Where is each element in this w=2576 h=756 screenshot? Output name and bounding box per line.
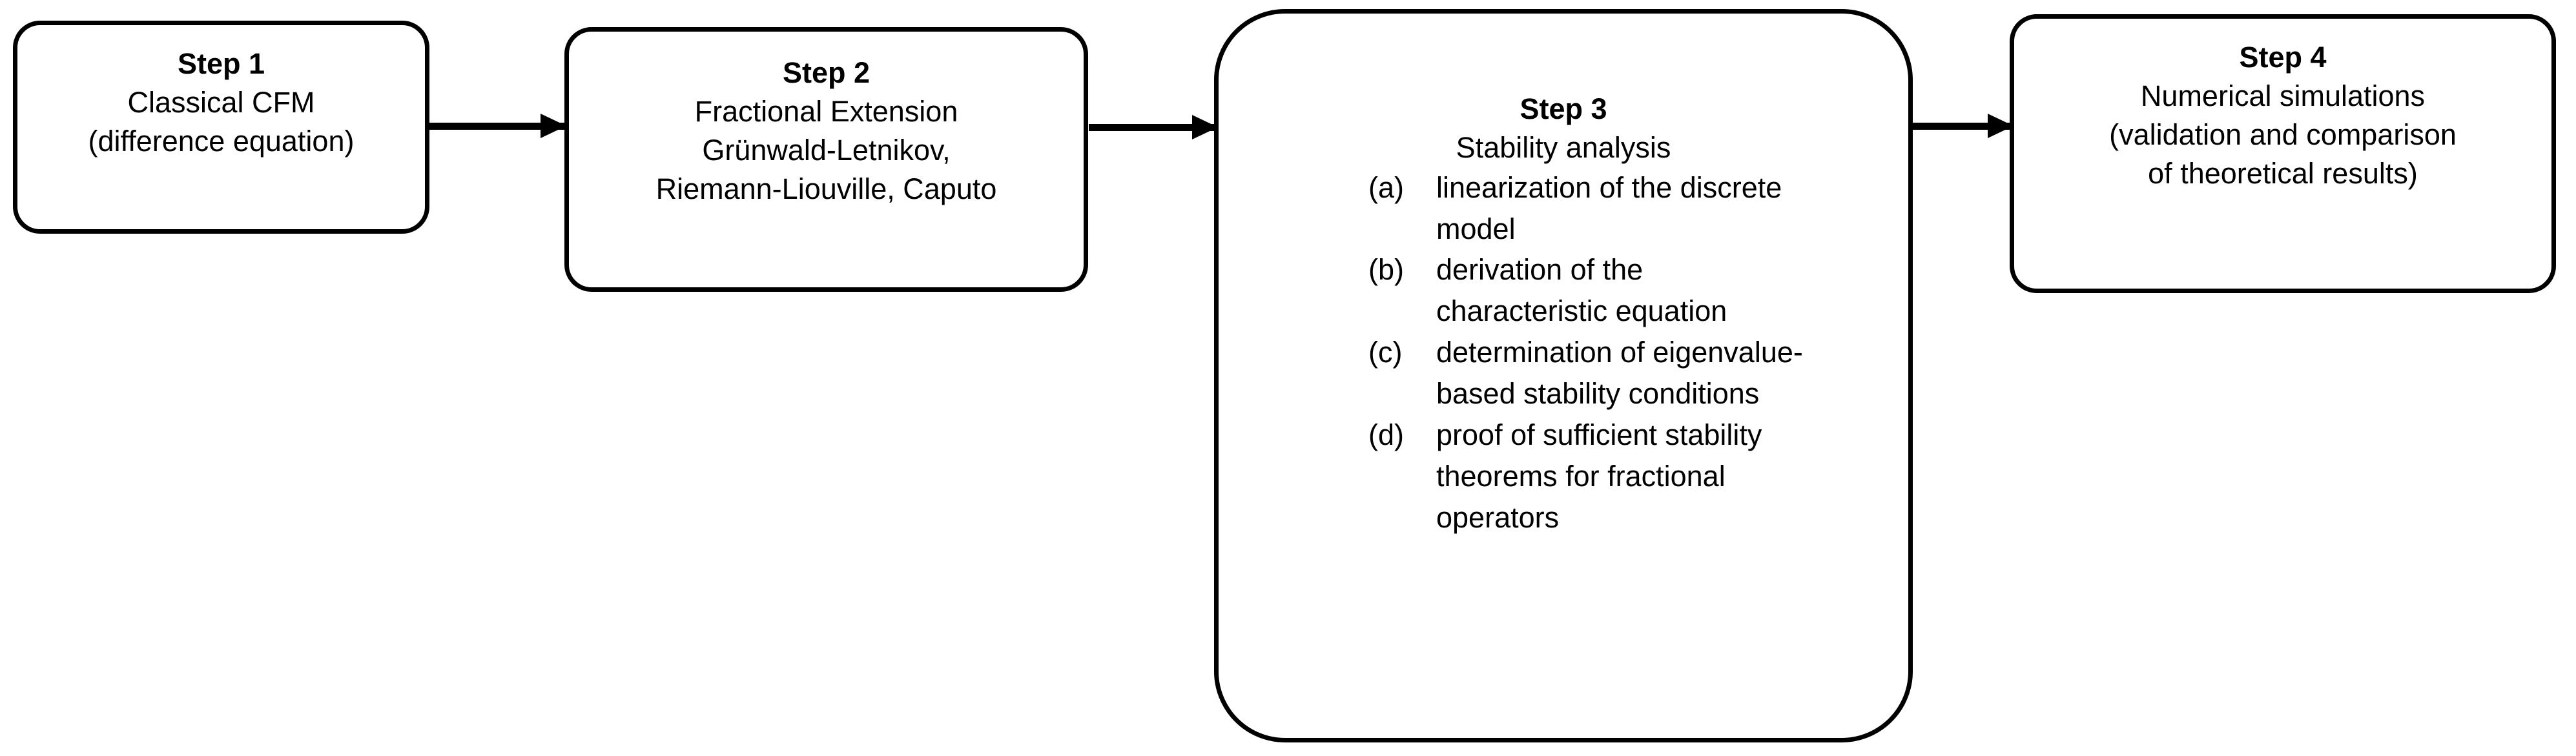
list-item: (a) linearization of the discrete model <box>1368 167 1908 250</box>
arrow-shaft <box>1089 124 1218 131</box>
list-item: (b) derivation of the characteristic equ… <box>1368 249 1908 332</box>
list-item-text: determination of eigenvalue-based stabil… <box>1436 336 1803 411</box>
node-title: Step 2 <box>782 56 871 89</box>
node-line: of theoretical results) <box>2148 156 2418 190</box>
node-line: Fractional Extension <box>694 94 958 128</box>
list-item-text: derivation of the characteristic equatio… <box>1436 253 1727 328</box>
node-title: Step 1 <box>177 47 265 80</box>
arrow-shaft <box>429 123 566 130</box>
stability-analysis-sublist: (a) linearization of the discrete model … <box>1219 167 1908 538</box>
list-item: (c) determination of eigenvalue-based st… <box>1368 332 1908 414</box>
flow-node-step-4[interactable]: Step 4 Numerical simulations (validation… <box>2010 14 2556 293</box>
arrow-head-icon <box>1988 114 2014 138</box>
node-line: (difference equation) <box>88 124 355 158</box>
arrow-shaft <box>1911 123 2014 130</box>
arrow-head-icon <box>541 114 566 138</box>
node-line: Numerical simulations <box>2140 79 2426 112</box>
flow-node-step-1[interactable]: Step 1 Classical CFM (difference equatio… <box>13 21 429 234</box>
node-line: (validation and comparison <box>2109 117 2457 151</box>
list-item: (d) proof of sufficient stability theore… <box>1368 414 1908 538</box>
node-title: Step 3 <box>1520 92 1607 125</box>
list-item-text: proof of sufficient stability theorems f… <box>1436 418 1762 534</box>
list-item-marker: (a) <box>1368 170 1404 204</box>
node-line: Classical CFM <box>127 85 315 119</box>
flow-node-step-2[interactable]: Step 2 Fractional Extension Grünwald-Let… <box>564 27 1088 292</box>
list-item-marker: (d) <box>1368 418 1404 452</box>
node-line: Riemann-Liouville, Caputo <box>655 172 997 205</box>
arrow-head-icon <box>1192 115 1218 139</box>
list-item-marker: (c) <box>1368 336 1403 369</box>
node-line: Grünwald-Letnikov, <box>702 133 951 167</box>
node-title: Step 4 <box>2239 41 2327 74</box>
flow-node-step-3[interactable]: Step 3 Stability analysis (a) linearizat… <box>1214 9 1913 742</box>
list-item-marker: (b) <box>1368 253 1404 287</box>
node-line: Stability analysis <box>1456 130 1671 164</box>
list-item-text: linearization of the discrete model <box>1436 170 1782 245</box>
